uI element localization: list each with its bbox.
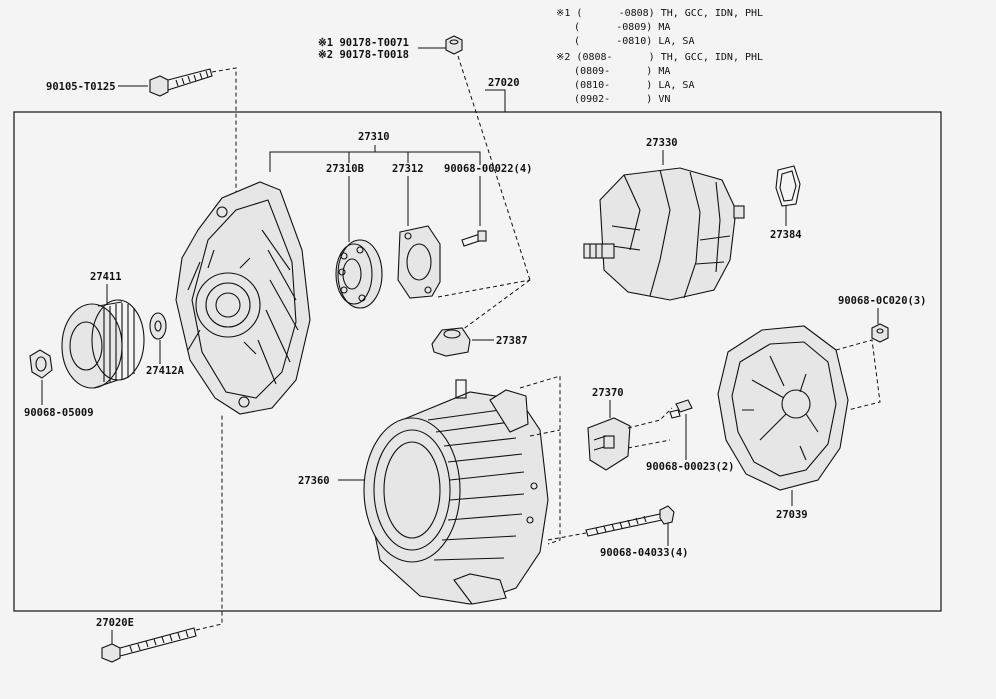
label-90068-0c020[interactable]: 90068-0C020(3) [838,295,927,307]
rotor-ring [775,165,801,207]
label-90068-00022[interactable]: 90068-00022(4) [444,163,533,175]
label-27360[interactable]: 27360 [298,475,330,487]
dash-regulator-2 [627,439,671,449]
mounting-bolt [101,627,197,663]
label-90178-t0071[interactable]: ※1 90178-T0071 [318,37,409,49]
dash-housing-mid [529,429,561,437]
label-27039[interactable]: 27039 [776,509,808,521]
label-27310[interactable]: 27310 [358,131,390,143]
note-line-1: ※1 ( -0808) TH, GCC, IDN, PHL [556,8,763,19]
label-27020[interactable]: 27020 [488,77,520,89]
dash-retainer [437,279,531,298]
label-90068-00023[interactable]: 90068-00023(2) [646,461,735,473]
bearing-retainer [397,225,441,299]
label-27387[interactable]: 27387 [496,335,528,347]
label-27412a[interactable]: 27412A [146,365,185,377]
label-90068-05009[interactable]: 90068-05009 [24,407,94,419]
label-27411[interactable]: 27411 [90,271,122,283]
leader-27020 [485,89,506,112]
dash-regulator [627,407,673,429]
label-27312[interactable]: 27312 [392,163,424,175]
applicability-notes: ※1 ( -0808) TH, GCC, IDN, PHL ( -0809) M… [556,8,763,105]
note-line-7: (0902- ) VN [556,94,670,105]
dash-housing-right [519,375,561,545]
regulator-screw [669,399,693,419]
note-line-6: (0810- ) LA, SA [556,80,694,91]
label-90068-04033[interactable]: 90068-04033(4) [600,547,689,559]
through-bolt-long [149,68,213,97]
label-90178-t0018[interactable]: ※2 90178-T0018 [318,49,409,61]
retainer-screw [461,230,487,247]
label-27310b[interactable]: 27310B [326,163,364,175]
label-27370[interactable]: 27370 [592,387,624,399]
assembly-frame [13,111,942,612]
dash-bolt-lower [195,414,223,631]
terminal-insulator [431,327,471,357]
dash-terminal-2 [461,279,531,331]
dash-bolt-upper [211,67,237,195]
rotor-assembly [583,167,745,301]
drive-end-frame [175,181,311,415]
label-27384[interactable]: 27384 [770,229,802,241]
cover-nut [871,323,889,343]
voltage-regulator [587,417,631,471]
label-27330[interactable]: 27330 [646,137,678,149]
through-bolt-short [585,505,675,537]
alternator-pulley [61,299,145,389]
terminal-nut [445,35,463,55]
rear-end-cover [717,325,849,491]
label-90105-t0125[interactable]: 90105-T0125 [46,81,116,93]
stator-housing [363,379,549,605]
note-line-4: ※2 (0808- ) TH, GCC, IDN, PHL [556,52,763,63]
dash-nut-to-terminal [457,55,531,281]
note-line-3: ( -0810) LA, SA [556,36,694,47]
pulley-spacer [149,312,167,340]
note-line-5: (0809- ) MA [556,66,670,77]
front-bearing [335,239,383,309]
label-27020e[interactable]: 27020E [96,617,134,629]
note-line-2: ( -0809) MA [556,22,670,33]
pulley-nut [29,349,53,379]
dash-bolt-housing [547,532,587,541]
